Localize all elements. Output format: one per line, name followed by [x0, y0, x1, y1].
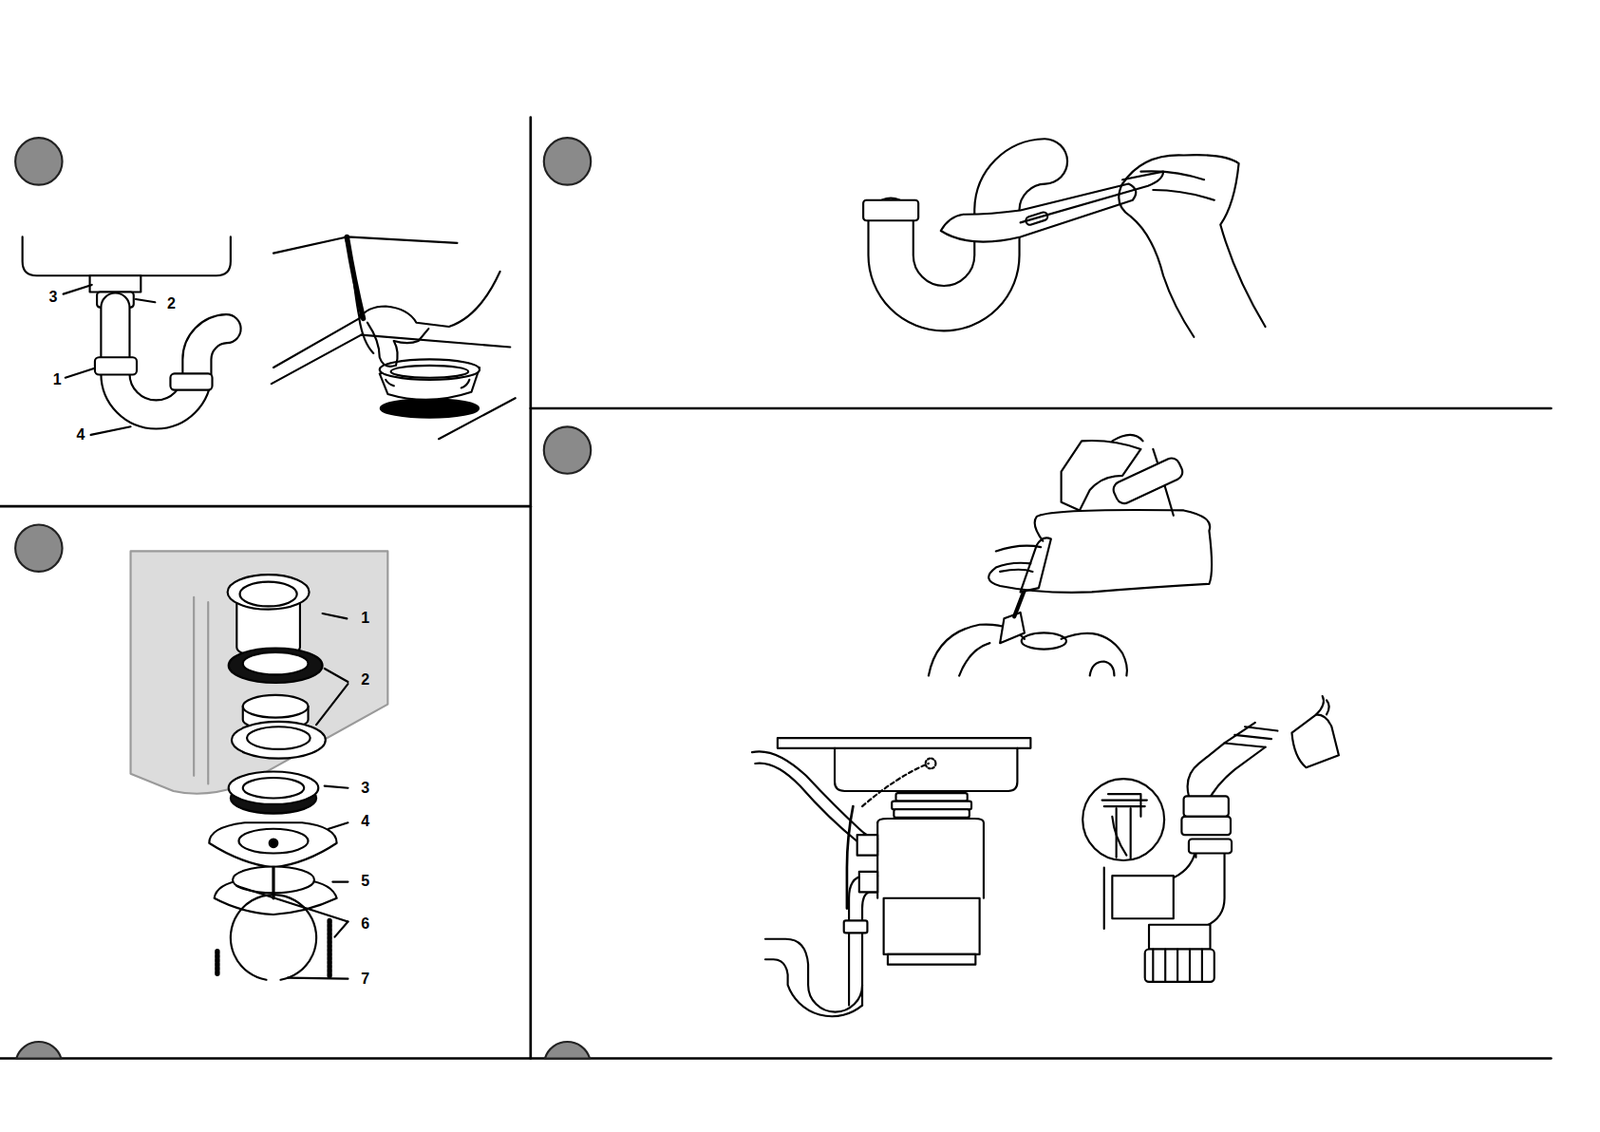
callout-number: 2 [165, 295, 178, 313]
callout-number: 6 [358, 915, 372, 933]
callout-number: 4 [358, 812, 372, 830]
callout-number: 2 [358, 671, 372, 689]
trap-wrench [863, 154, 1265, 338]
step-marker [15, 137, 591, 1058]
outlet-fittings [1082, 696, 1339, 982]
strainer-removal [271, 236, 516, 439]
panel-border [0, 117, 1551, 1059]
sink-section [131, 550, 389, 793]
sink-wall [193, 597, 208, 785]
callout-number: 3 [46, 288, 59, 306]
knockout-hammer [928, 434, 1212, 677]
callout-number: 4 [74, 426, 87, 444]
callout-number: 5 [358, 872, 372, 890]
mounting-parts [208, 574, 348, 980]
callout-number: 3 [358, 779, 372, 797]
sink-trap [22, 236, 231, 434]
installed-disposer [752, 737, 1031, 1017]
callout-number: 1 [358, 609, 372, 627]
callout-number: 7 [358, 970, 372, 988]
callout-number: 1 [51, 371, 64, 389]
